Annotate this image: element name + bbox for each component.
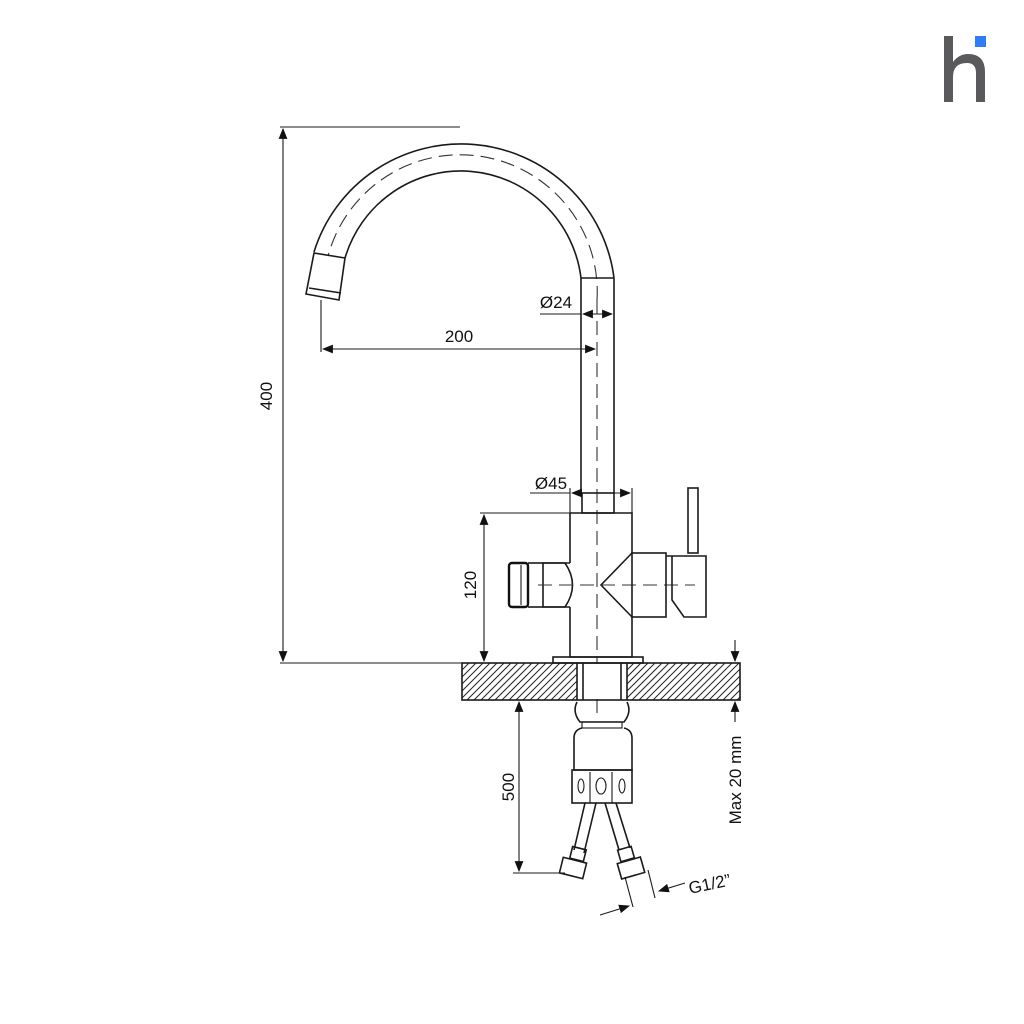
hatch-line	[680, 662, 719, 701]
hatch-line	[466, 662, 505, 701]
side-outlet-cap	[507, 561, 530, 609]
hatch-line	[571, 694, 578, 701]
hatch-line	[715, 675, 741, 701]
hatch-line	[480, 662, 519, 701]
hatch-line	[626, 662, 663, 699]
hatch-line	[473, 662, 512, 701]
hatch-line	[694, 662, 733, 701]
hatch-line	[461, 662, 484, 685]
hatch-line	[652, 662, 691, 701]
hatch-line	[515, 662, 554, 701]
hatch-line	[522, 662, 561, 701]
countertop	[461, 662, 741, 701]
hatch-line	[529, 662, 568, 701]
hatch-line	[508, 662, 547, 701]
hatch-line	[461, 662, 470, 671]
dimension-spout-reach: 200	[445, 327, 473, 346]
hose-connector	[558, 701, 656, 908]
dimension-body-diameter: Ø45	[535, 474, 567, 493]
hatch-line	[626, 662, 642, 678]
hatch-line	[557, 680, 578, 701]
dimension-max-counter-thickness: Max 20 mm	[726, 736, 745, 825]
hatch-line	[722, 682, 741, 701]
dimension-spout-diameter: Ø24	[540, 293, 572, 312]
hatch-line	[461, 662, 498, 699]
hatch-line	[461, 662, 491, 692]
hatch-line	[701, 662, 740, 701]
hatch-line	[645, 662, 684, 701]
hatch-line	[626, 662, 635, 671]
hatch-line	[708, 668, 741, 701]
dimension-height-total: 400	[257, 382, 276, 410]
hatch-line	[501, 662, 540, 701]
hatch-line	[729, 689, 741, 701]
faucet-body	[507, 487, 707, 664]
dimension-thread-size: G1/2”	[687, 870, 733, 897]
lever-handle	[687, 487, 699, 554]
hatch-line	[487, 662, 526, 701]
hatch-line	[543, 666, 578, 701]
dimension-hose-length: 500	[499, 773, 518, 801]
dimension-lines	[278, 126, 740, 916]
hatch-line	[550, 673, 578, 701]
hatch-line	[494, 662, 533, 701]
hatch-line	[461, 662, 477, 678]
spout	[305, 143, 615, 720]
hatch-line	[626, 662, 656, 692]
hatch-line	[659, 662, 698, 701]
hatch-line	[626, 662, 649, 685]
hatch-line	[536, 662, 575, 701]
hatch-line	[666, 662, 705, 701]
hatch-line	[638, 662, 677, 701]
hatch-line	[673, 662, 712, 701]
hatch-line	[564, 687, 578, 701]
brand-logo	[944, 36, 986, 102]
dimension-body-height: 120	[461, 571, 480, 599]
hatch-line	[687, 662, 726, 701]
hatch-line	[631, 662, 670, 701]
